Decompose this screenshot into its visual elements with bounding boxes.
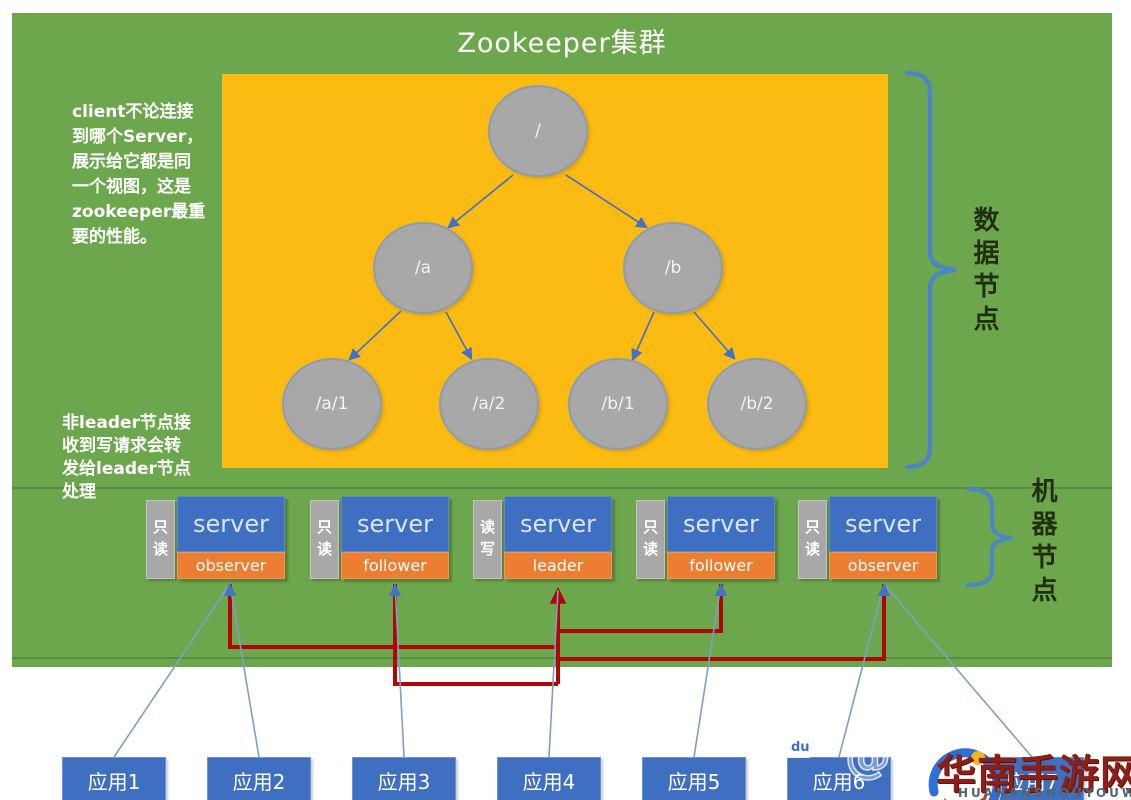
watermark-site-pinyin: HUANANSHOUYOUWANG — [958, 786, 1131, 800]
znode-b2: /b/2 — [707, 358, 807, 450]
znode-b: /b — [623, 222, 723, 314]
znode-a1: /a/1 — [282, 358, 382, 450]
logo-red-swirl — [944, 794, 988, 800]
data-nodes-label: 数据节点 — [969, 206, 999, 338]
server3-access-label: 读写 — [473, 500, 502, 579]
server4-role-badge: follower — [667, 552, 775, 579]
client-view-note: client不论连接 到哪个Server， 展示给它都是同 一个视图，这是 zo… — [72, 102, 206, 247]
znode-root-label: / — [535, 121, 541, 141]
server5-role-badge: observer — [829, 552, 937, 579]
znode-b1: /b/1 — [568, 358, 668, 450]
znode-root: / — [488, 85, 588, 177]
machine-nodes-label: 机器节点 — [1027, 477, 1057, 609]
panel-divider-line-top — [12, 487, 1112, 489]
server5-box: server — [829, 496, 937, 552]
logo-yellow-dot — [971, 751, 985, 765]
server2-role-badge: follower — [341, 552, 449, 579]
server-group-2: 只读 server follower — [310, 496, 450, 580]
server1-role-badge: observer — [177, 552, 285, 579]
server-group-5: 只读 server observer — [798, 496, 938, 580]
znode-a2-label: /a/2 — [472, 394, 506, 414]
server4-access-label: 只读 — [636, 500, 665, 579]
znode-a1-label: /a/1 — [315, 394, 349, 414]
znode-a: /a — [373, 222, 473, 314]
server1-box: server — [177, 496, 285, 552]
server1-access-label: 只读 — [146, 500, 175, 579]
leader-forward-note: 非leader节点接 收到写请求会转 发给leader节点 处理 — [62, 413, 191, 502]
app-box-1: 应用1 — [62, 757, 166, 800]
app-box-6: 应用6 — [787, 757, 891, 800]
server-group-3: 读写 server leader — [473, 496, 613, 580]
server4-box: server — [667, 496, 775, 552]
watermark-logo — [926, 748, 1002, 800]
znode-b-label: /b — [664, 258, 682, 278]
app-box-3: 应用3 — [352, 757, 456, 800]
app-box-5: 应用5 — [642, 757, 746, 800]
server3-box: server — [504, 496, 612, 552]
znode-b1-label: /b/1 — [601, 394, 635, 414]
server-group-1: 只读 server observer — [146, 496, 286, 580]
diagram-title: Zookeeper集群 — [457, 28, 667, 59]
panel-divider-line-bottom — [12, 657, 1112, 659]
server-group-4: 只读 server follower — [636, 496, 776, 580]
watermark-du-badge: du — [786, 737, 815, 758]
server2-box: server — [341, 496, 449, 552]
server3-role-badge: leader — [504, 552, 612, 579]
watermark-site-name: 华南手游网 — [936, 752, 1131, 798]
server5-access-label: 只读 — [798, 500, 827, 579]
znode-a2: /a/2 — [439, 358, 539, 450]
server2-access-label: 只读 — [310, 500, 339, 579]
znode-a-label: /a — [414, 258, 432, 278]
app-box-2: 应用2 — [207, 757, 311, 800]
znode-b2-label: /b/2 — [740, 394, 774, 414]
app-box-4: 应用4 — [497, 757, 601, 800]
